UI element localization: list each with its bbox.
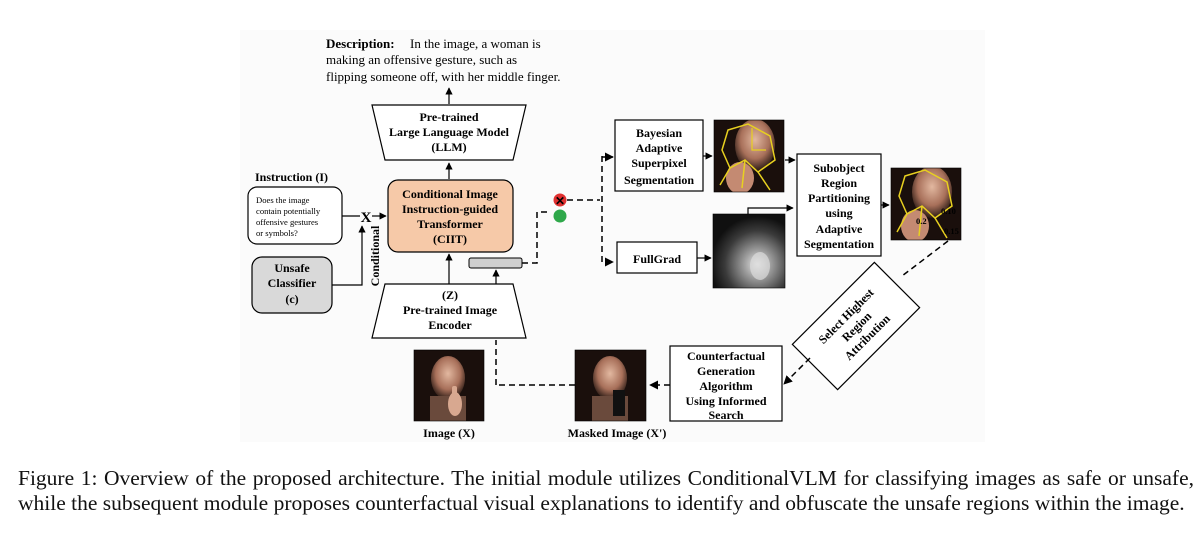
ciit-label-1: Conditional Image bbox=[402, 187, 498, 201]
svg-text:flipping someone off, with her: flipping someone off, with her middle fi… bbox=[326, 69, 560, 84]
classifier-label-2: Classifier bbox=[268, 276, 317, 290]
subobject-label-5: Adaptive bbox=[816, 222, 863, 236]
superpixel-image bbox=[714, 120, 784, 192]
llm-label-3: (LLM) bbox=[431, 140, 466, 154]
encoder-label-2: Pre-trained Image bbox=[403, 303, 498, 317]
instruction-line-2: contain potentially bbox=[256, 206, 321, 216]
llm-label-1: Pre-trained bbox=[419, 110, 478, 124]
attribution-value-2: 0.10 bbox=[941, 206, 956, 216]
masked-image bbox=[575, 350, 646, 421]
caption-lead: Figure 1: bbox=[18, 466, 98, 490]
subobject-label-2: Region bbox=[821, 176, 857, 190]
subobject-partitioning-block bbox=[796, 153, 882, 257]
fullgrad-label: FullGrad bbox=[633, 252, 681, 266]
instruction-title: Instruction (I) bbox=[255, 170, 328, 184]
ciit-label-3: Transformer bbox=[417, 217, 483, 231]
subobject-label-4: using bbox=[825, 206, 852, 220]
multiply-symbol: X bbox=[361, 210, 372, 226]
region-attribution-image bbox=[891, 168, 961, 240]
figure-caption: Figure 1: Overview of the proposed archi… bbox=[18, 466, 1194, 516]
attribution-value-3: 0.15 bbox=[944, 226, 959, 236]
image-encoder-block bbox=[371, 283, 527, 339]
safe-marker-icon bbox=[553, 209, 567, 223]
llm-label-2: Large Language Model bbox=[389, 125, 510, 139]
instruction-line-4: or symbols? bbox=[256, 228, 298, 238]
counterfactual-label-2: Generation bbox=[697, 364, 755, 378]
counterfactual-label-5: Search bbox=[708, 408, 743, 422]
counterfactual-generation-block bbox=[669, 345, 783, 422]
unsafe-cross-icon: ✕ bbox=[555, 194, 565, 208]
caption-text: Overview of the proposed architecture. T… bbox=[18, 466, 1195, 515]
embedding-token bbox=[468, 257, 523, 269]
ciit-label-4: (CIIT) bbox=[433, 232, 467, 246]
instruction-line-1: Does the image bbox=[256, 195, 310, 205]
original-image bbox=[414, 350, 484, 421]
image-x-label: Image (X) bbox=[423, 426, 475, 440]
unsafe-marker-icon bbox=[553, 193, 567, 207]
bayesian-segmentation-block bbox=[614, 119, 704, 192]
bayesian-label-4: Segmentation bbox=[624, 173, 694, 187]
llm-block bbox=[371, 104, 527, 161]
ciit-label-2: Instruction-guided bbox=[402, 202, 498, 216]
fullgrad-block bbox=[616, 241, 698, 274]
ciit-block bbox=[387, 179, 514, 253]
encoder-label-1: (Z) bbox=[442, 288, 458, 302]
encoder-label-3: Encoder bbox=[428, 318, 472, 332]
svg-text:making an offensive gesture, s: making an offensive gesture, such as bbox=[326, 52, 517, 67]
attribution-value-1: 0.2 bbox=[916, 216, 927, 226]
bayesian-label-3: Superpixel bbox=[631, 156, 687, 170]
svg-text:In the image, a woman is: In the image, a woman is bbox=[410, 36, 541, 51]
conditional-label: Conditional bbox=[368, 225, 382, 286]
description-text: Description: In the image, a woman is ma… bbox=[326, 36, 560, 84]
bayesian-label-2: Adaptive bbox=[636, 141, 683, 155]
counterfactual-label-4: Using Informed bbox=[685, 394, 766, 408]
subobject-label-3: Partitioning bbox=[808, 191, 870, 205]
bayesian-label-1: Bayesian bbox=[636, 126, 682, 140]
counterfactual-label-1: Counterfactual bbox=[687, 349, 766, 363]
instruction-line-3: offensive gestures bbox=[256, 217, 319, 227]
fullgrad-heatmap bbox=[712, 213, 786, 289]
subobject-label-6: Segmentation bbox=[804, 237, 874, 251]
masked-image-label: Masked Image (X') bbox=[568, 426, 667, 440]
classifier-label-1: Unsafe bbox=[274, 261, 310, 275]
counterfactual-label-3: Algorithm bbox=[699, 379, 752, 393]
subobject-label-1: Subobject bbox=[813, 161, 864, 175]
svg-text:Description:: Description: bbox=[326, 36, 395, 51]
classifier-label-3: (c) bbox=[285, 292, 298, 306]
